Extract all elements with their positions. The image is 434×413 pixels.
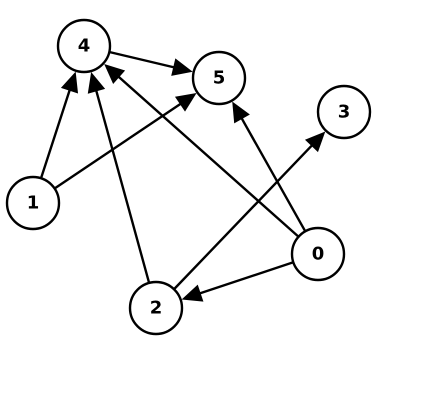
node-circle	[191, 50, 247, 106]
node-1: 1	[5, 175, 61, 231]
arrowhead	[60, 71, 79, 94]
edge-line	[116, 74, 300, 238]
node-4: 4	[56, 18, 112, 74]
node-circle	[290, 226, 346, 282]
arrowhead	[171, 58, 193, 76]
nodes-layer: 0 1 2 3 4 5	[5, 18, 372, 336]
edges-layer	[39, 50, 326, 302]
arrowhead	[304, 131, 326, 153]
node-circle	[56, 18, 112, 74]
arrowhead	[87, 72, 106, 94]
edge-0-to-5	[232, 101, 307, 232]
edge-0-to-2	[181, 261, 294, 302]
edge-1-to-5	[53, 93, 197, 190]
arrowhead	[181, 284, 204, 302]
edge-2-to-4	[87, 72, 151, 284]
edge-0-to-4	[104, 63, 300, 238]
node-label: 5	[213, 68, 226, 89]
node-circle	[5, 175, 61, 231]
node-circle	[316, 84, 372, 140]
edge-line	[240, 116, 307, 232]
node-circle	[128, 280, 184, 336]
edge-line	[109, 50, 176, 69]
node-5: 5	[191, 50, 247, 106]
node-2: 2	[128, 280, 184, 336]
edge-4-to-5	[109, 50, 193, 76]
node-label: 2	[150, 298, 163, 319]
arrowhead	[104, 63, 126, 84]
node-0: 0	[290, 226, 346, 282]
arrowhead	[232, 101, 250, 124]
arrowhead	[174, 93, 197, 112]
edge-line	[173, 143, 314, 291]
node-label: 4	[78, 36, 91, 57]
edge-2-to-3	[173, 131, 326, 291]
node-3: 3	[316, 84, 372, 140]
edge-line	[53, 102, 183, 190]
edge-line	[94, 89, 151, 284]
edge-line	[39, 88, 72, 179]
edge-1-to-4	[39, 71, 79, 179]
node-label: 0	[312, 244, 325, 265]
node-label: 3	[338, 102, 351, 123]
edge-line	[198, 261, 294, 295]
node-label: 1	[27, 193, 40, 214]
